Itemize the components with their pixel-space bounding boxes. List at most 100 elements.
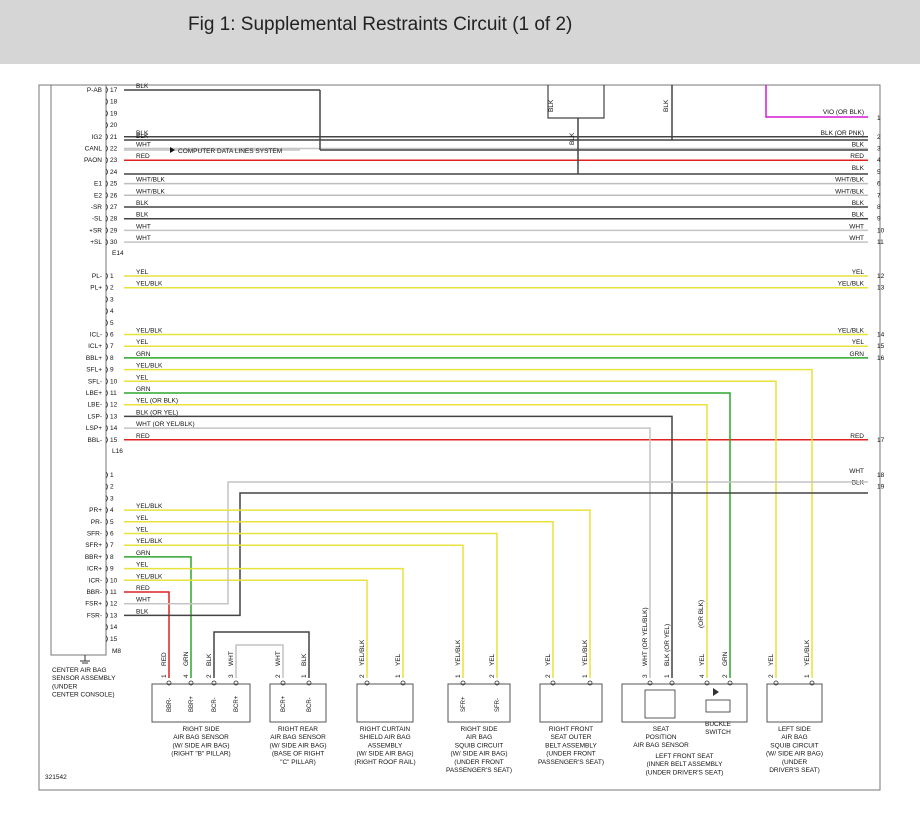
pin-mark <box>105 635 108 643</box>
wire-color-label: YEL/BLK <box>136 328 163 335</box>
pin-mark <box>105 284 108 291</box>
pin-label: ICR+ <box>87 566 102 573</box>
pin-terminal <box>773 680 779 686</box>
terminal-number: 8 <box>877 204 881 211</box>
wire-lsp-plus <box>124 427 651 678</box>
terminal-number: 14 <box>877 332 885 339</box>
wire-color-label: GRN <box>136 351 151 358</box>
component-wire-label: GRN <box>722 651 729 666</box>
component-caption: (W/ SIDE AIR BAG) <box>172 742 229 749</box>
component-caption: RIGHT CURTAIN <box>360 726 411 733</box>
pin-mark <box>105 366 108 373</box>
wire-color-label-right: BLK <box>852 212 865 219</box>
pin-number: 12 <box>110 601 118 608</box>
component-wire-label: YEL/BLK <box>359 639 366 666</box>
pin-number: 11 <box>110 390 117 397</box>
wire-color-label: YEL <box>136 374 149 381</box>
component-pin-number: 2 <box>545 674 552 678</box>
pin-number: 3 <box>110 296 114 303</box>
terminal-number: 2 <box>877 134 881 141</box>
wire-m8-1 <box>227 481 868 570</box>
pin-mark <box>105 495 108 502</box>
wire-color-label: YEL/BLK <box>136 281 163 288</box>
pin-number: 14 <box>110 425 118 432</box>
pin-mark <box>105 436 108 444</box>
wire-color-label: BLK <box>136 133 149 140</box>
component-sub-label: AIR BAG SENSOR <box>633 742 689 749</box>
wire-sfl-minus <box>124 380 777 678</box>
buckle-switch-icon <box>705 699 731 713</box>
pin-mark <box>105 145 108 152</box>
component-caption: SHIELD AIR BAG <box>359 734 410 741</box>
pin-number: 21 <box>110 134 118 141</box>
component-sub-label: POSITION <box>645 734 676 741</box>
wire-color-label: YEL/BLK <box>136 538 163 545</box>
pin-number: 20 <box>110 122 118 129</box>
wire-color-label: YEL <box>136 527 149 534</box>
wire-fsr-plus <box>124 570 229 605</box>
component-caption: AIR BAG SENSOR <box>173 734 229 741</box>
pin-mark <box>105 401 108 408</box>
connector-id: L16 <box>112 448 123 455</box>
component-pin-number: 1 <box>804 674 811 678</box>
diode-icon <box>713 688 719 696</box>
pin-number: 19 <box>110 110 118 117</box>
pin-label: +SL <box>90 239 102 246</box>
pin-number: 6 <box>110 531 114 538</box>
wire-color-label-right: WHT <box>849 235 864 242</box>
pin-terminal <box>280 680 286 686</box>
terminal-number: 9 <box>877 216 881 223</box>
pin-number: 13 <box>110 612 118 619</box>
pin-mark <box>105 110 108 117</box>
pin-number: 28 <box>110 216 118 223</box>
terminal-number: 10 <box>877 227 885 234</box>
component-caption: RIGHT SIDE <box>182 726 220 733</box>
pin-terminal <box>400 680 406 686</box>
component-wire-label: BLK (OR YEL) <box>664 624 671 666</box>
pin-mark <box>105 471 108 479</box>
component-wire-label: GRN <box>183 651 190 666</box>
pin-mark <box>105 192 108 199</box>
pin-mark <box>105 133 108 141</box>
component-caption: (UNDER DRIVER'S SEAT) <box>646 769 724 776</box>
pin-label: ICL+ <box>88 343 102 350</box>
terminal-number: 4 <box>877 157 881 164</box>
wire-color-label: GRN <box>136 386 151 393</box>
pin-label: PR+ <box>89 507 102 514</box>
pin-number: 5 <box>110 320 114 327</box>
component-caption: RIGHT FRONT <box>549 726 593 733</box>
vio-label: VIO (OR BLK) <box>823 109 864 116</box>
component-caption: SEAT OUTER <box>551 734 592 741</box>
pin-mark <box>105 296 108 303</box>
wire-color-label: YEL/BLK <box>136 503 163 510</box>
wire-color-label-right: WHT/BLK <box>835 188 865 195</box>
component-pin-label: BCR+ <box>234 695 240 712</box>
wire-top-split <box>547 85 605 119</box>
wire-color-label-right: WHT <box>849 468 864 475</box>
pin-mark <box>105 319 108 327</box>
pin-terminal <box>704 680 710 686</box>
component-caption: (W/ SIDE AIR BAG) <box>766 751 823 758</box>
pin-label: -SL <box>92 216 103 223</box>
terminal-number: 15 <box>877 343 885 350</box>
component-box-rs-sensor <box>151 683 251 723</box>
wire-color-label: WHT/BLK <box>136 188 166 195</box>
pin-label: LSP- <box>88 413 102 420</box>
component-pin-label: SFR+ <box>461 696 467 712</box>
figure-header: Fig 1: Supplemental Restraints Circuit (… <box>0 0 920 64</box>
pin-number: 2 <box>110 484 114 491</box>
component-wire-label: YEL/BLK <box>455 639 462 666</box>
component-box-rr-sensor <box>269 683 327 723</box>
wire-color-label: YEL <box>136 562 149 569</box>
pin-label: FSR+ <box>85 601 102 608</box>
wire-color-label: YEL <box>136 269 149 276</box>
component-wire-label: BLK <box>206 653 213 666</box>
pin-mark <box>105 577 108 584</box>
component-wire-label: RED <box>161 652 168 666</box>
pin-label: SFR- <box>87 531 102 538</box>
pin-terminal <box>364 680 370 686</box>
pin-mark <box>105 530 108 537</box>
connector-id: M8 <box>112 648 121 655</box>
pin-number: 7 <box>110 343 114 350</box>
